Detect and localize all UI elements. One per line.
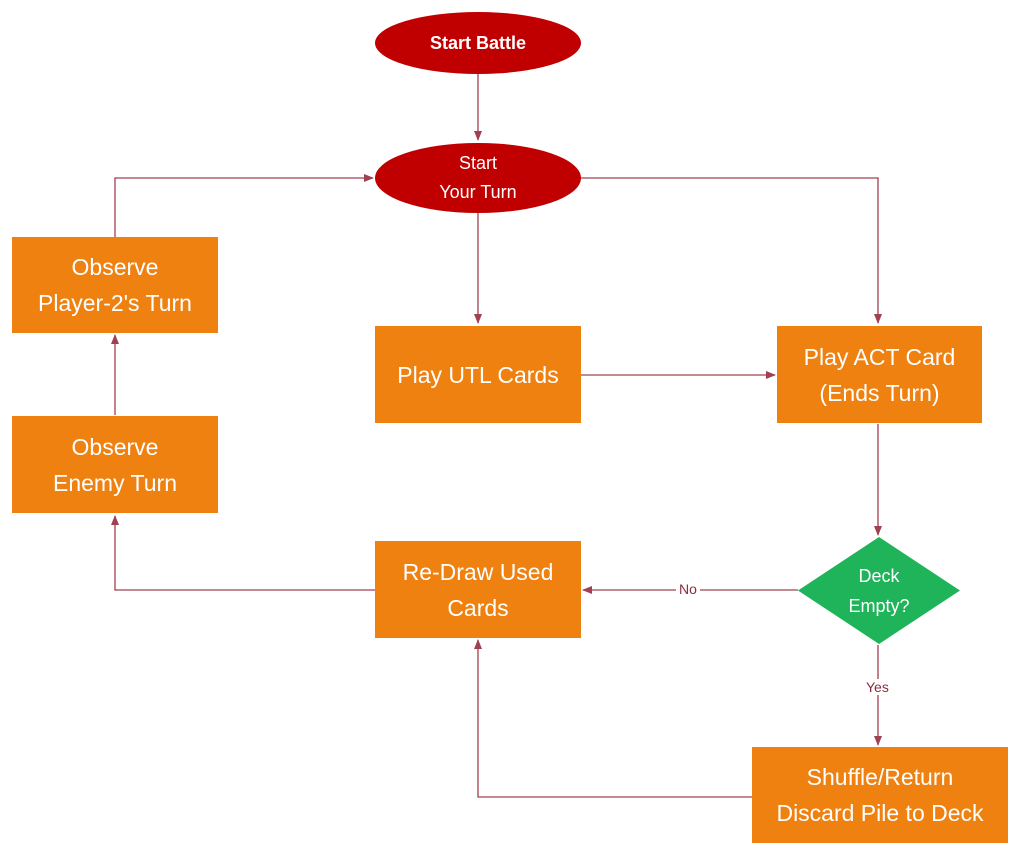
play-utl-node: Play UTL Cards [375, 326, 581, 423]
edge-shuffle-to-redraw [474, 639, 752, 798]
play-utl-label: Play UTL Cards [397, 361, 559, 388]
observe-player2-label: Observe Player-2's Turn [38, 254, 192, 316]
start-turn-label: Start Your Turn [439, 153, 517, 202]
edge-label-yes: Yes [863, 679, 892, 695]
redraw-node: Re-Draw Used Cards [375, 541, 581, 638]
edge-redraw-to-observe-enemy [111, 515, 375, 591]
start-turn-node: Start Your Turn [375, 143, 581, 213]
observe-enemy-label: Observe Enemy Turn [53, 433, 177, 496]
decision-diamond-shape [798, 537, 960, 644]
edge-start-turn-to-play-act [580, 177, 882, 324]
shuffle-node: Shuffle/Return Discard Pile to Deck [752, 747, 1008, 843]
observe-enemy-node: Observe Enemy Turn [12, 416, 218, 513]
edge-observe-player2-to-start-turn [114, 174, 374, 237]
edge-label-no: No [676, 581, 700, 597]
observe-player2-node: Observe Player-2's Turn [12, 237, 218, 333]
redraw-label: Re-Draw Used Cards [402, 558, 554, 621]
start-battle-label: Start Battle [429, 32, 527, 53]
deck-empty-label: Deck Empty? [848, 565, 910, 616]
play-act-node: Play ACT Card (Ends Turn) [777, 326, 982, 423]
deck-empty-node: Deck Empty? [798, 537, 960, 644]
start-battle-node: Start Battle [375, 12, 581, 74]
play-act-label: Play ACT Card (Ends Turn) [803, 343, 956, 406]
shuffle-label: Shuffle/Return Discard Pile to Deck [776, 764, 984, 826]
